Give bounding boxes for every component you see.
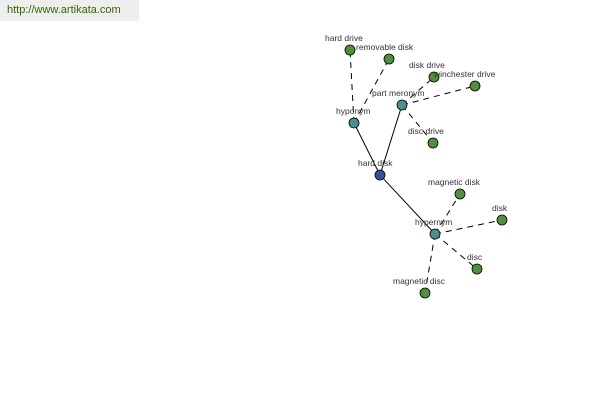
node-label-removable-disk: removable disk (356, 42, 414, 52)
node-circle-magnetic-disk[interactable] (454, 188, 466, 200)
node-circle-hypernym[interactable] (429, 228, 441, 240)
edge-hard-disk-to-hypernym (379, 174, 436, 235)
node-label-magnetic-disk: magnetic disk (428, 177, 481, 187)
node-winchester-drive[interactable]: winchester drive (433, 69, 496, 92)
edge-hypernym-to-disk (434, 219, 503, 235)
node-circle-hard-drive[interactable] (344, 44, 356, 56)
node-hard-disk[interactable]: hard disk (358, 158, 393, 181)
node-circle-disk-drive[interactable] (428, 71, 440, 83)
node-label-hyponym: hyponym (336, 106, 371, 116)
node-label-winchester-drive: winchester drive (433, 69, 496, 79)
edge-part-meronym-to-disc-drive (401, 104, 434, 144)
node-circle-winchester-drive[interactable] (469, 80, 481, 92)
node-label-hard-disk: hard disk (358, 158, 393, 168)
node-magnetic-disc[interactable]: magnetic disc (393, 276, 446, 299)
node-circle-disc-drive[interactable] (427, 137, 439, 149)
edge-hypernym-to-disc (434, 233, 478, 270)
node-label-disc: disc (467, 252, 483, 262)
node-circle-disc[interactable] (471, 263, 483, 275)
node-hyponym[interactable]: hyponym (336, 106, 371, 129)
node-disc[interactable]: disc (467, 252, 483, 275)
edge-hyponym-to-hard-drive (349, 49, 355, 124)
site-url-link[interactable]: http://www.artikata.com (0, 0, 139, 21)
node-label-magnetic-disc: magnetic disc (393, 276, 446, 286)
edges-layer (349, 49, 503, 294)
node-disk[interactable]: disk (492, 203, 508, 226)
edge-hypernym-to-magnetic-disc (424, 233, 436, 294)
edge-hard-disk-to-hyponym (353, 122, 381, 176)
edge-part-meronym-to-disk-drive (401, 76, 435, 106)
node-circle-hyponym[interactable] (348, 117, 360, 129)
node-circle-magnetic-disc[interactable] (419, 287, 431, 299)
node-label-disc-drive: disc drive (408, 126, 444, 136)
edge-part-meronym-to-winchester-drive (401, 85, 476, 106)
node-disk-drive[interactable]: disk drive (409, 60, 445, 83)
node-magnetic-disk[interactable]: magnetic disk (428, 177, 481, 200)
node-disc-drive[interactable]: disc drive (408, 126, 444, 149)
node-label-part-meronym: part meronym (372, 88, 424, 98)
node-removable-disk[interactable]: removable disk (356, 42, 414, 65)
node-hard-drive[interactable]: hard drive (325, 33, 363, 56)
edge-hard-disk-to-part-meronym (379, 104, 403, 176)
node-label-hypernym: hypernym (415, 217, 452, 227)
node-hypernym[interactable]: hypernym (415, 217, 452, 240)
node-circle-part-meronym[interactable] (396, 99, 408, 111)
node-circle-removable-disk[interactable] (383, 53, 395, 65)
node-label-disk-drive: disk drive (409, 60, 445, 70)
node-label-disk: disk (492, 203, 508, 213)
edge-hypernym-to-magnetic-disk (434, 193, 461, 235)
node-circle-disk[interactable] (496, 214, 508, 226)
node-part-meronym[interactable]: part meronym (372, 88, 424, 111)
edge-hyponym-to-removable-disk (353, 58, 390, 124)
node-circle-hard-disk[interactable] (374, 169, 386, 181)
node-label-hard-drive: hard drive (325, 33, 363, 43)
